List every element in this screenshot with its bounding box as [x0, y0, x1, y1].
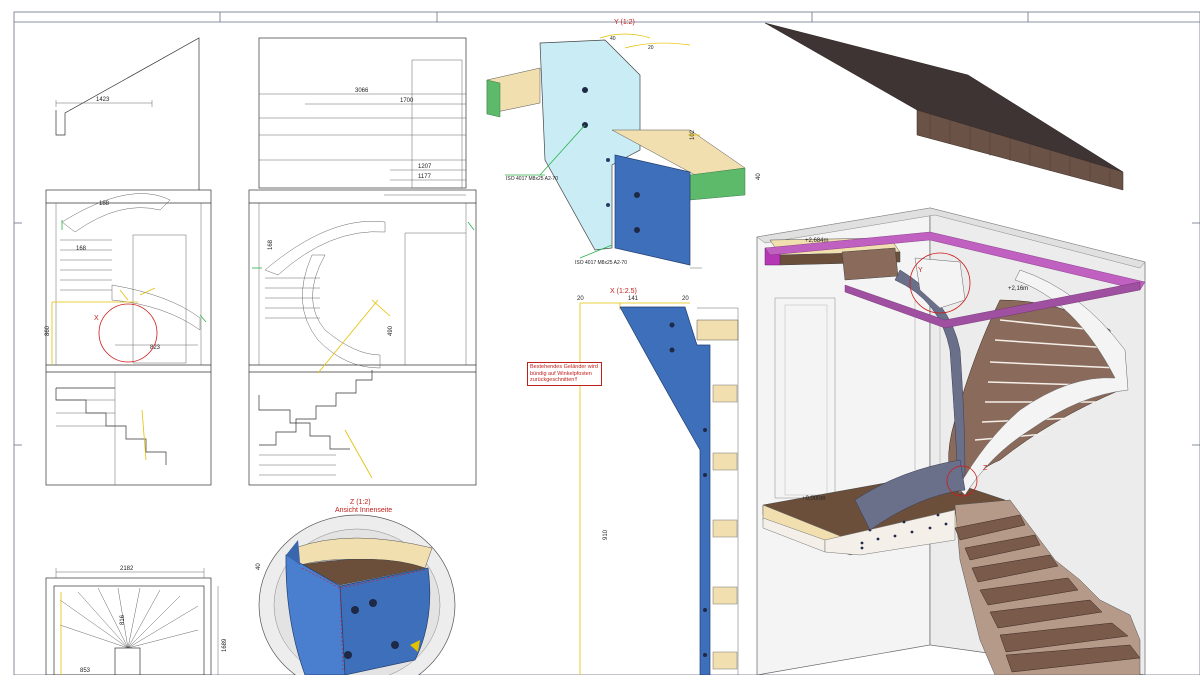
- railing-note: Bestehendes Geländer wird bündig auf Win…: [527, 362, 602, 386]
- y-title: Y (1:2): [614, 19, 635, 26]
- z-title: Z (1:2): [350, 499, 371, 506]
- y-dim-40b: 40: [756, 173, 762, 180]
- roof-view: [764, 22, 1124, 191]
- elev2-dim-1177: 1177: [418, 174, 432, 180]
- y-dim-20: 20: [648, 45, 654, 51]
- z-dim: 40: [256, 563, 262, 570]
- iso-level-floor: +0,000m: [802, 496, 826, 502]
- x-dim-141: 141: [628, 296, 639, 302]
- detail-y: Y (1:2) 40 20 ISO 4017 M8x25 A2-70 ISO 4…: [486, 19, 762, 269]
- elev1-callout: X: [94, 315, 99, 322]
- callout-y-circle: [909, 252, 971, 314]
- z-subtitle: Ansicht Innenseite: [335, 507, 392, 514]
- elev1-dim-c: 860: [45, 325, 51, 336]
- note-line-3: zurückgeschnitten!!: [530, 377, 578, 383]
- elev1-dim-mid: 188: [99, 201, 110, 207]
- elev2-dim-1207: 1207: [418, 164, 432, 170]
- callout-x-circle: [98, 303, 158, 363]
- callout-z-circle: [946, 465, 978, 497]
- plan-view: 2182 853 816 1689: [45, 566, 228, 675]
- y-leader-2: ISO 4017 M8x25 A2-70: [575, 260, 627, 266]
- iso-model: Y Z +2,684m +2,16m +0,000m: [756, 207, 1146, 675]
- plan-dim-inner: 853: [80, 668, 91, 674]
- elevation-2: 3066 1700 1207 1177 168 490: [248, 37, 477, 486]
- iso-level-top: +2,684m: [805, 238, 829, 244]
- elev1-dim-b: 823: [150, 345, 161, 351]
- plan-dim-mid: 816: [120, 614, 126, 625]
- elev2-dim-1700: 1700: [400, 98, 414, 104]
- plan-dim-height: 1689: [222, 638, 228, 652]
- iso-level-mid: +2,16m: [1008, 286, 1028, 292]
- note-line-1: Bestehendes Geländer wird: [530, 364, 598, 370]
- elev2-dim-b: 490: [388, 325, 394, 336]
- iso-callout-z: Z: [983, 465, 988, 472]
- iso-callout-y: Y: [918, 267, 923, 274]
- elev2-dim-a: 168: [268, 239, 274, 250]
- elev2-dim-total: 3066: [355, 88, 369, 94]
- x-dim-20b: 20: [682, 296, 689, 302]
- x-dim-20a: 20: [577, 296, 584, 302]
- x-title: X (1:2.5): [610, 288, 637, 295]
- elevation-1: 1423 188 168 823 860 X: [45, 37, 212, 486]
- plan-dim-width: 2182: [120, 566, 134, 572]
- x-dim-910: 910: [603, 529, 609, 540]
- note-line-2: bündig auf Winkelpfosten: [530, 370, 592, 377]
- y-dim-40: 40: [610, 36, 616, 42]
- sheet-frame: [13, 11, 1200, 675]
- elev1-dim-a: 168: [76, 246, 87, 252]
- detail-z: Z (1:2) Ansicht Innenseite 40: [256, 499, 456, 675]
- detail-x: X (1:2.5) 20 141 20 910: [577, 288, 739, 675]
- y-leader-1: ISO 4017 M8x25 A2-70: [506, 176, 558, 182]
- elev1-dim-top: 1423: [96, 97, 110, 103]
